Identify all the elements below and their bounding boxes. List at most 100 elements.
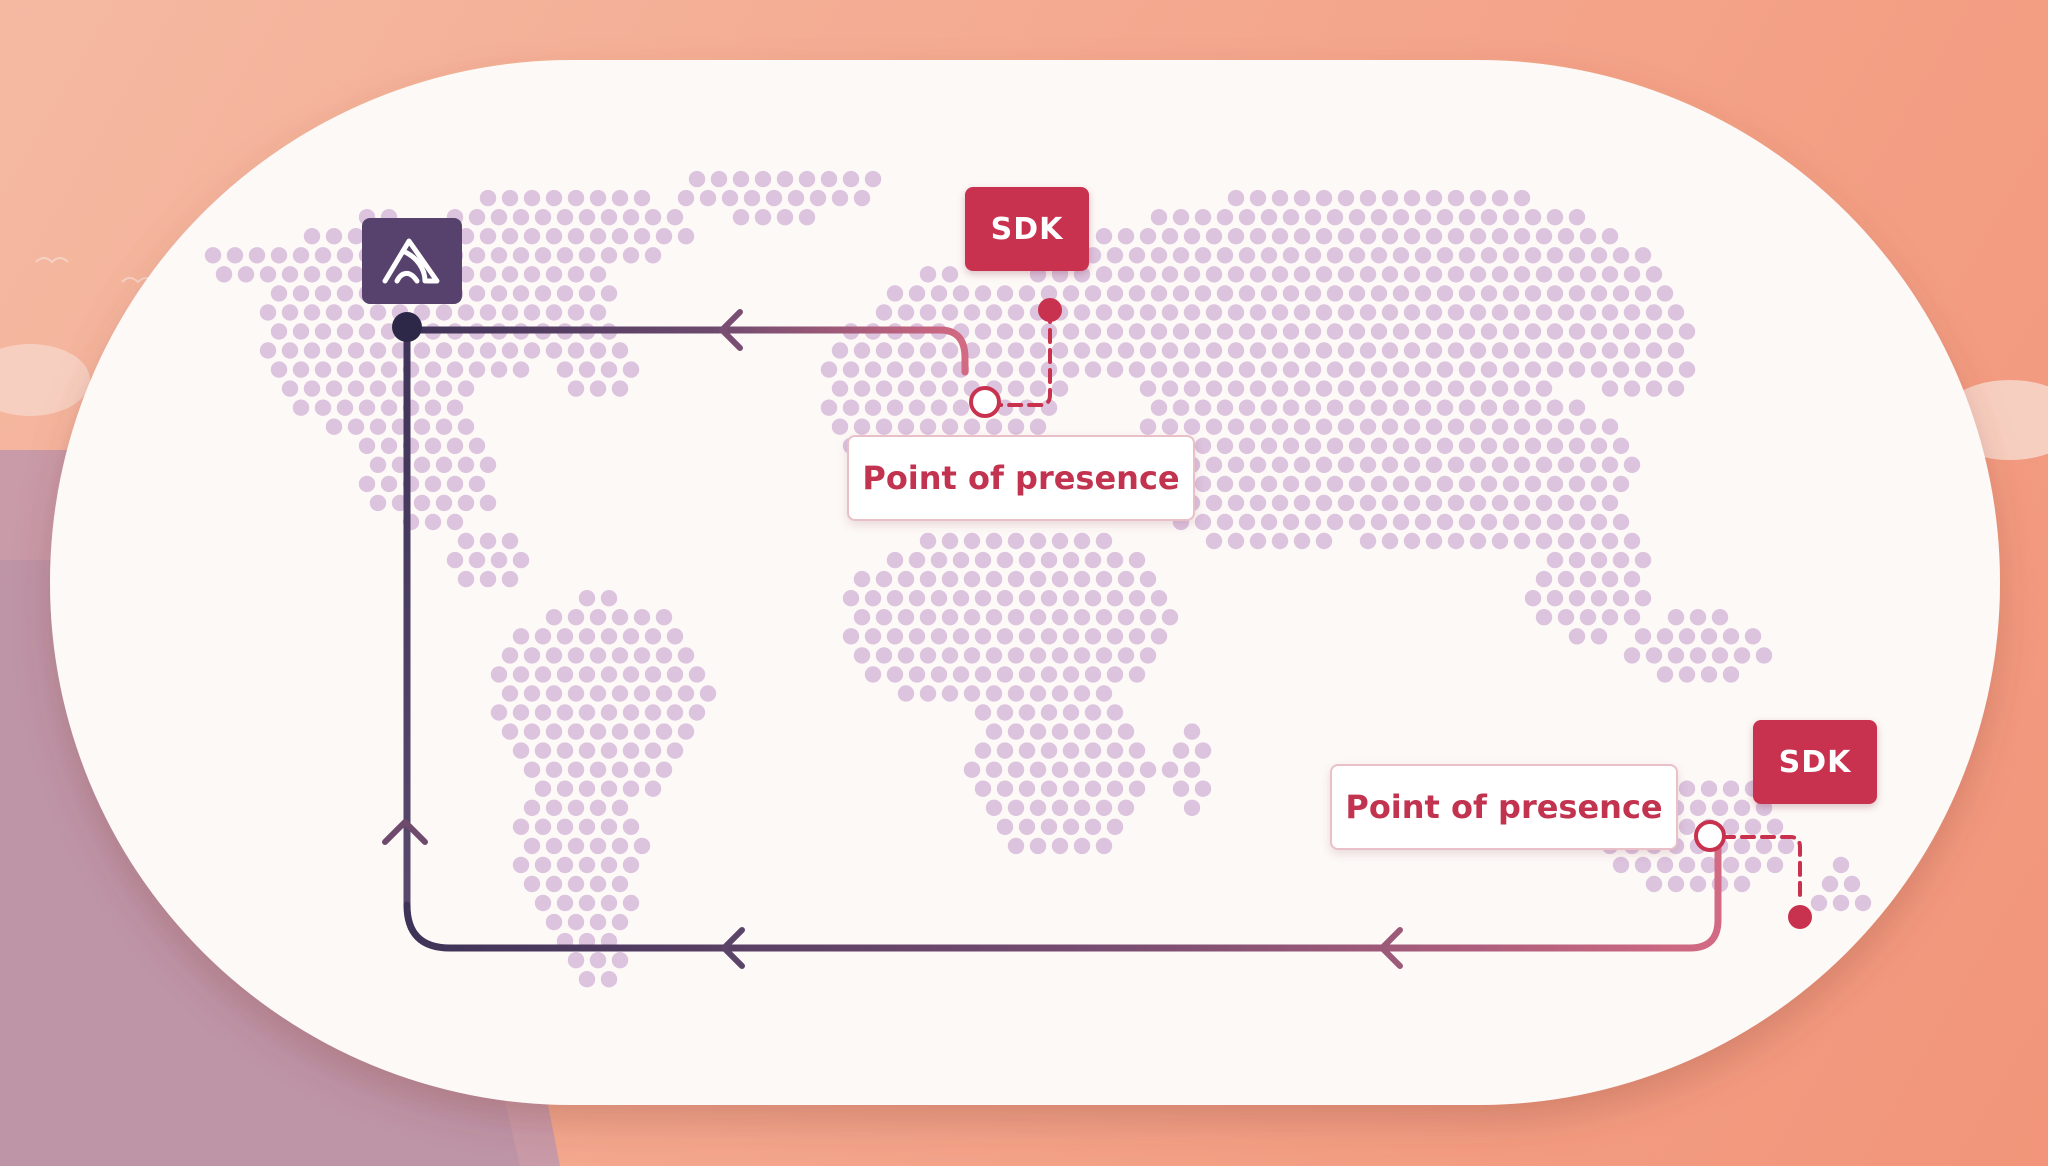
map-dot xyxy=(1513,456,1531,473)
map-dot xyxy=(1601,494,1619,512)
map-dot xyxy=(919,570,937,588)
map-dot xyxy=(1183,723,1201,740)
map-dot xyxy=(369,342,387,359)
map-dot xyxy=(325,228,343,245)
map-dot xyxy=(1568,399,1586,416)
map-dot xyxy=(1106,742,1124,759)
map-dot xyxy=(952,551,970,569)
map-dot xyxy=(1194,323,1212,340)
map-dot xyxy=(1546,399,1564,416)
map-dot xyxy=(1029,837,1047,855)
map-dot xyxy=(380,399,398,416)
map-dot xyxy=(490,209,508,226)
map-dot xyxy=(1194,437,1212,454)
map-dot xyxy=(633,761,651,778)
map-dot xyxy=(457,570,475,588)
map-dot xyxy=(589,342,607,359)
map-dot xyxy=(644,666,662,683)
map-dot xyxy=(1040,551,1058,569)
map-dot xyxy=(1194,209,1212,226)
map-dot xyxy=(1249,456,1267,473)
map-dot xyxy=(325,266,343,283)
map-dot xyxy=(578,742,596,759)
map-dot xyxy=(622,704,640,721)
map-dot xyxy=(545,875,563,893)
map-dot xyxy=(1667,875,1685,893)
map-dot xyxy=(1568,247,1586,264)
map-dot xyxy=(545,837,563,855)
chevron-left-icon xyxy=(719,309,743,351)
map-dot xyxy=(292,323,310,340)
map-dot xyxy=(1293,228,1311,245)
map-dot xyxy=(1414,323,1432,340)
map-dot xyxy=(996,551,1014,569)
map-dot xyxy=(1216,475,1234,493)
map-dot xyxy=(1414,247,1432,264)
map-dot xyxy=(1634,856,1652,874)
map-dot xyxy=(1293,418,1311,435)
map-dot xyxy=(479,494,497,512)
map-dot xyxy=(1106,818,1124,835)
map-dot xyxy=(1480,475,1498,493)
map-dot xyxy=(1480,513,1498,531)
map-dot xyxy=(457,532,475,550)
map-dot xyxy=(875,304,893,321)
map-dot xyxy=(1227,266,1245,283)
map-dot xyxy=(1447,456,1465,473)
map-dot xyxy=(1249,189,1267,207)
map-dot xyxy=(1073,837,1091,855)
map-dot xyxy=(1502,437,1520,454)
map-dot xyxy=(534,247,552,264)
map-dot xyxy=(633,647,651,664)
map-dot xyxy=(567,685,585,702)
map-dot xyxy=(1414,209,1432,226)
map-dot xyxy=(1557,266,1575,283)
map-dot xyxy=(479,266,497,283)
map-dot xyxy=(1106,704,1124,721)
map-dot xyxy=(270,323,288,340)
map-dot xyxy=(1018,551,1036,569)
map-dot xyxy=(985,685,1003,702)
map-dot xyxy=(1260,209,1278,226)
map-dot xyxy=(1370,475,1388,493)
map-dot xyxy=(897,342,915,359)
map-dot xyxy=(1491,532,1509,550)
map-dot xyxy=(1480,361,1498,378)
map-dot xyxy=(655,761,673,778)
map-dot xyxy=(974,551,992,569)
map-dot xyxy=(369,304,387,321)
map-dot xyxy=(1117,609,1135,626)
map-dot xyxy=(567,647,585,664)
map-dot xyxy=(853,647,871,664)
map-dot xyxy=(1227,189,1245,207)
map-dot xyxy=(1392,513,1410,531)
map-dot xyxy=(1579,570,1597,588)
map-dot xyxy=(963,647,981,664)
map-dot xyxy=(1150,209,1168,226)
map-dot xyxy=(1535,418,1553,435)
map-dot xyxy=(1018,628,1036,645)
map-dot xyxy=(1678,666,1696,683)
map-dot xyxy=(1029,380,1047,397)
map-dot xyxy=(556,894,574,912)
map-dot xyxy=(633,837,651,855)
map-dot xyxy=(501,342,519,359)
map-dot xyxy=(1249,418,1267,435)
map-dot xyxy=(1117,799,1135,816)
map-dot xyxy=(611,647,629,664)
map-dot xyxy=(1051,532,1069,550)
map-dot xyxy=(611,228,629,245)
map-dot xyxy=(842,399,860,416)
map-dot xyxy=(1337,304,1355,321)
map-dot xyxy=(677,723,695,740)
map-dot xyxy=(622,209,640,226)
map-dot xyxy=(1678,361,1696,378)
map-dot xyxy=(1260,323,1278,340)
map-dot xyxy=(600,361,618,378)
map-dot xyxy=(1271,189,1289,207)
map-dot xyxy=(1568,475,1586,493)
map-dot xyxy=(1711,799,1729,816)
map-dot xyxy=(1425,189,1443,207)
map-dot xyxy=(864,170,882,188)
nodes xyxy=(392,298,1812,929)
